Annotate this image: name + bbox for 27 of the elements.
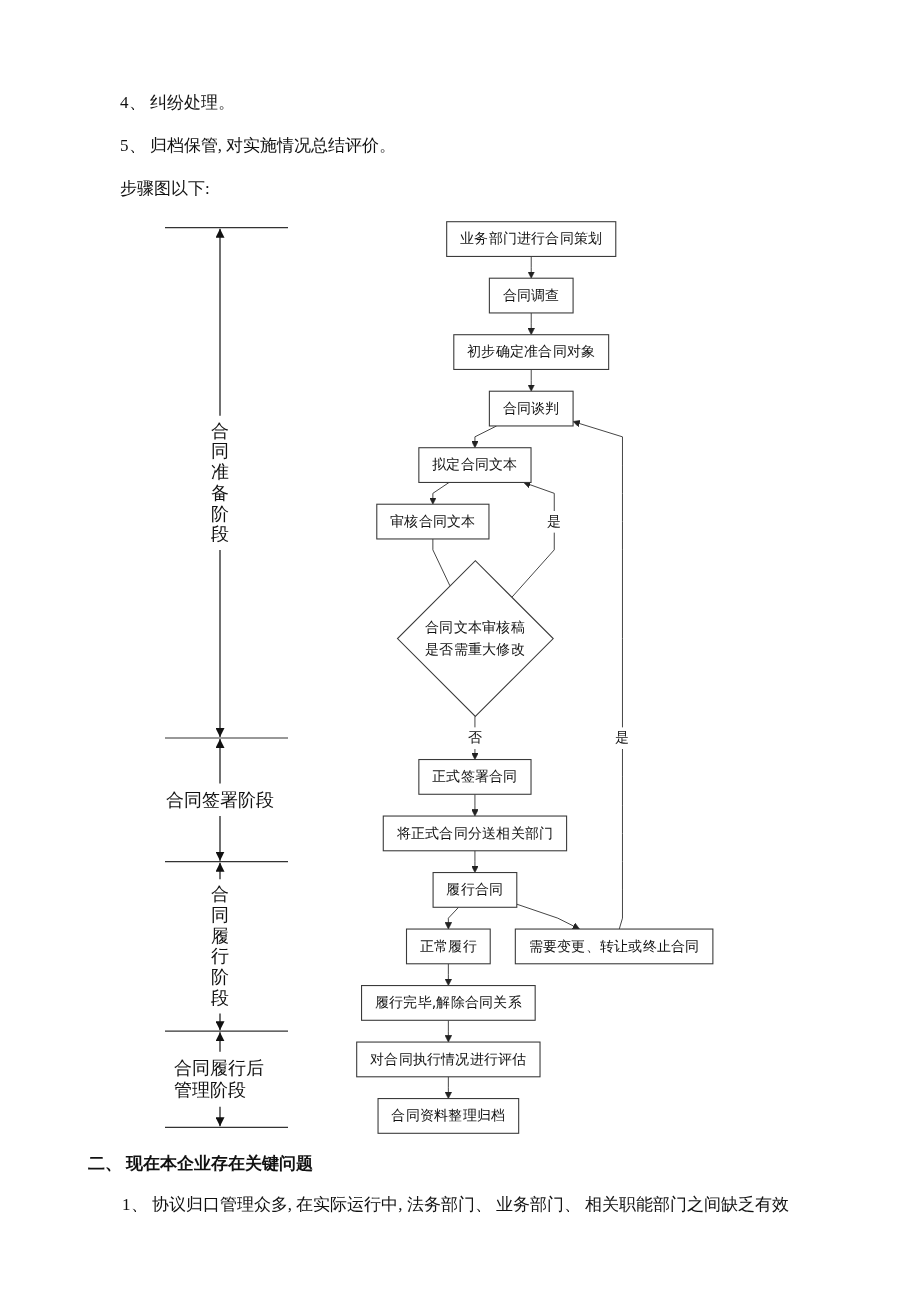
paragraph-text: 4、 纠纷处理。 [120, 92, 235, 114]
process-box: 对合同执行情况进行评估 [356, 1041, 541, 1078]
edge-label: 否 [468, 727, 483, 749]
process-box: 合同谈判 [489, 390, 574, 427]
phase-label: 合同履行阶段 [210, 884, 230, 1009]
process-box: 初步确定准合同对象 [453, 334, 610, 370]
process-box: 审核合同文本 [376, 503, 490, 540]
process-box: 履行合同 [432, 872, 518, 908]
process-box: 正式签署合同 [418, 759, 532, 795]
phase-label: 合同签署阶段 [166, 788, 274, 812]
process-box: 拟定合同文本 [418, 447, 532, 483]
process-box: 将正式合同分送相关部门 [382, 815, 568, 852]
process-box: 履行完毕,解除合同关系 [361, 985, 536, 1021]
section-heading: 二、 现在本企业存在关键问题 [88, 1153, 314, 1175]
process-box: 合同调查 [489, 277, 574, 314]
process-box: 正常履行 [406, 928, 491, 965]
phase-label: 合同履行后管理阶段 [174, 1056, 265, 1102]
process-box: 业务部门进行合同策划 [446, 221, 617, 257]
phase-label: 合同准备阶段 [210, 420, 230, 545]
process-box: 需要变更、转让或终止合同 [515, 928, 714, 965]
edge-label: 是 [547, 510, 562, 533]
process-box: 合同资料整理归档 [377, 1098, 520, 1134]
decision-diamond: 合同文本审核稿是否需重大修改 [396, 559, 555, 718]
paragraph-text: 步骤图以下: [120, 178, 210, 200]
edge-label: 是 [615, 727, 630, 749]
paragraph-text: 1、 协议归口管理众多, 在实际运行中, 法务部门、 业务部门、 相关职能部门之间缺乏有效 [122, 1194, 790, 1216]
paragraph-text: 5、 归档保管, 对实施情况总结评价。 [120, 135, 397, 157]
